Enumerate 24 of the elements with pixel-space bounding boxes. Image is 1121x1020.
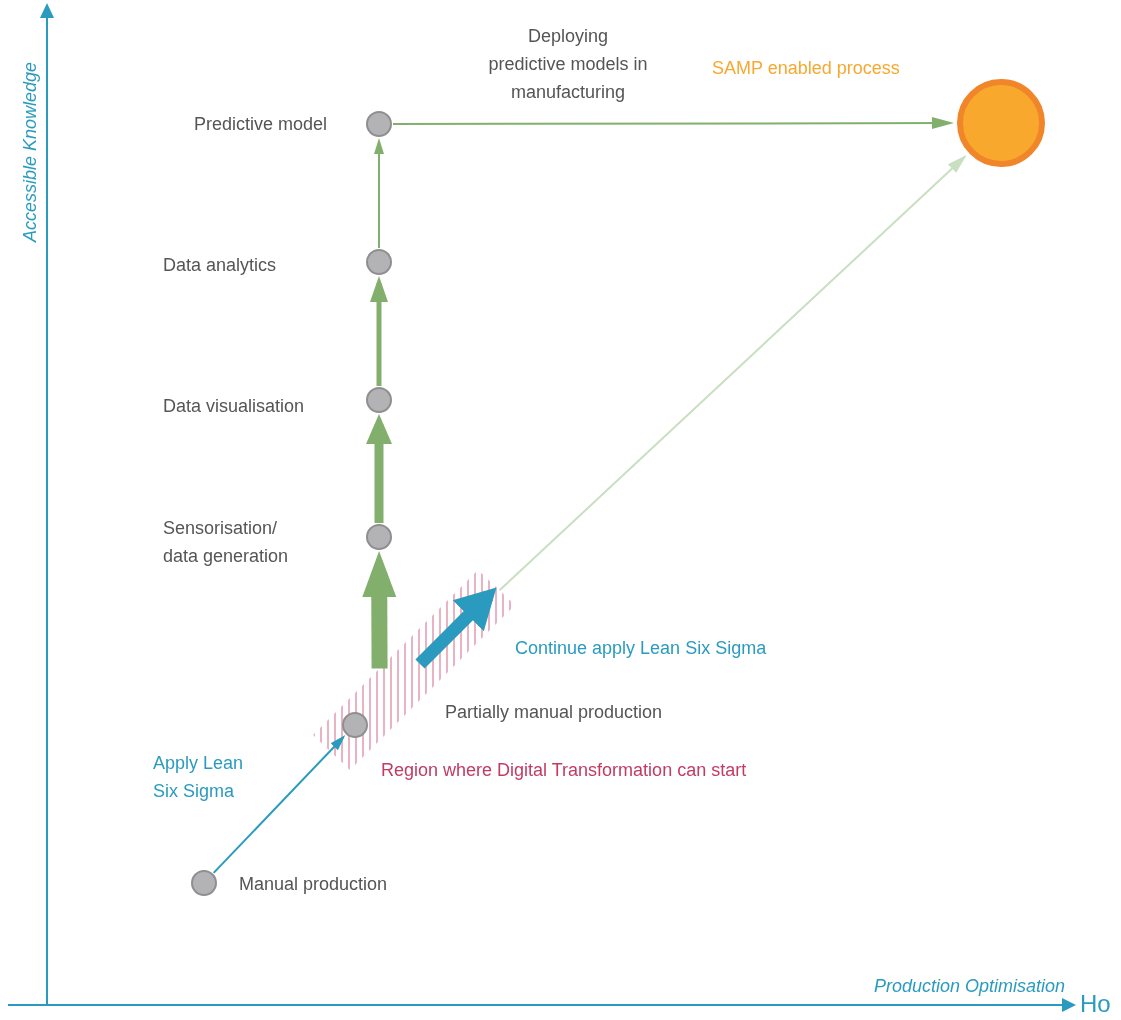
arrow xyxy=(392,117,954,130)
node-label: Data analytics xyxy=(163,254,278,277)
node-label: Predictive model xyxy=(192,113,327,136)
thick-arrow xyxy=(415,587,497,669)
milestone-circle xyxy=(366,111,392,137)
arrow xyxy=(498,155,967,592)
thick-arrow xyxy=(370,276,388,386)
arrow xyxy=(212,735,346,874)
axis-title: Production Optimisation xyxy=(872,975,1065,998)
arrow xyxy=(374,138,384,249)
thick-arrow xyxy=(366,414,392,523)
node-label: Partially manual production xyxy=(445,701,664,724)
axis-title: Accessible Knowledge xyxy=(19,60,41,242)
milestone-circle xyxy=(366,387,392,413)
node-label: Sensorisation/ data generation xyxy=(163,517,290,568)
node-label: Region where Digital Transformation can start xyxy=(381,759,748,782)
thick-arrow xyxy=(362,551,397,669)
node-label: SAMP enabled process xyxy=(712,57,901,80)
axis-end-label: Ho xyxy=(1080,990,1112,1018)
milestone-circle xyxy=(366,249,392,275)
node-label: Data visualisation xyxy=(163,395,306,418)
milestone-circle xyxy=(366,524,392,550)
milestone-circle xyxy=(191,870,217,896)
node-label: Manual production xyxy=(239,873,389,896)
